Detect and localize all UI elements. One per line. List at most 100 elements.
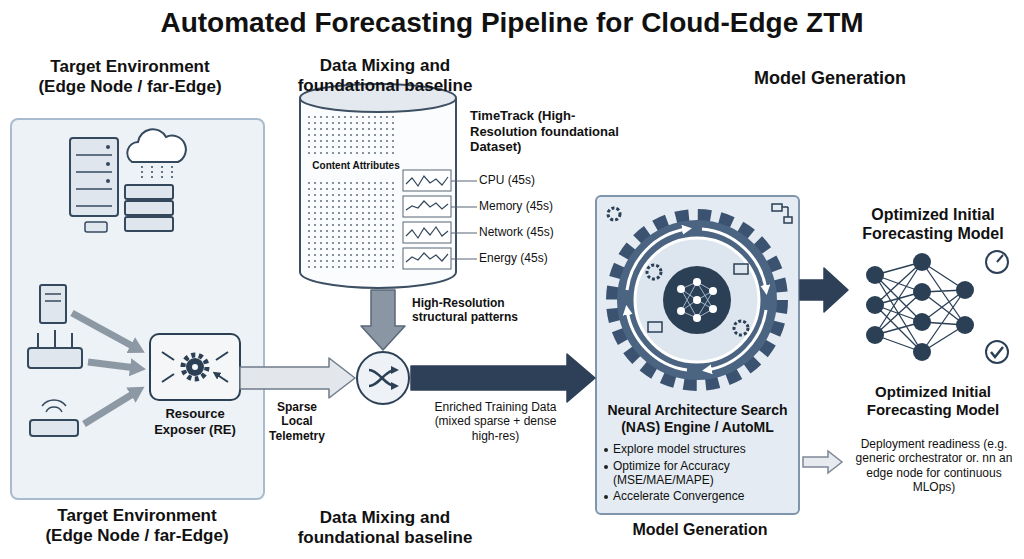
chart-line [406,201,448,210]
core-node [677,307,685,315]
bullet-dot [604,495,608,499]
edge-label: Enriched Training Data (mixed sparse + d… [428,400,563,443]
network-icon [866,251,1008,363]
mini-chart [403,196,451,217]
core-circle [663,266,731,334]
edge-label: Sparse Local Telemetry [262,400,332,443]
network-node [956,281,974,299]
icon-arrows [162,352,228,382]
data-rain [142,166,172,180]
leader-lines [451,181,477,259]
attribute-label: Memory (45s) [479,199,569,213]
flow-arrow [800,268,848,312]
attribute-label: Network (45s) [479,225,569,239]
mini-gear [647,265,661,279]
chart-line [406,176,448,186]
gear-body [617,220,777,380]
network-node [956,316,974,334]
rack-light [106,162,110,166]
nas-engine-box: Neural Architecture Search (NAS) Engine … [595,195,800,515]
bullet-item: Optimize for Accuracy (MSE/MAE/MAPE) [613,459,791,488]
server-illustration [70,129,186,232]
bullet-dot [604,465,608,469]
icon-frame [150,334,240,400]
mixer-circle [355,350,411,406]
network-links [875,262,965,352]
router-device [28,348,82,368]
forecast-model: Optimized Initial Forecasting Model [848,205,1018,375]
circle-outline [357,352,409,404]
attribute-label: CPU (45s) [479,173,569,187]
check-symbol [986,341,1008,363]
re-icon [150,334,240,400]
network-node [913,283,931,301]
wifi-symbol [42,400,66,412]
deployment-note: Deployment readiness (e.g. generic orche… [845,437,1023,495]
flow-arrow [411,354,595,402]
node-label: Content Attributes [306,160,406,172]
small-device [85,222,107,232]
deployment-arrow [803,451,842,473]
core-links [681,282,713,318]
cycle-arrow [707,310,766,370]
tower-server [40,285,66,323]
rack-light [106,145,110,149]
mini-flowchart [648,322,662,332]
mini-chart [403,222,451,243]
server-unit [125,217,173,231]
rack-slots [76,155,112,206]
cycle-arrow [627,229,687,290]
dataset-heading: TimeTrack (High-Resolution foundational … [470,108,620,155]
cycle-arrow [627,310,687,370]
core-node [693,296,701,304]
server-rack [70,138,118,216]
circle-shape [355,350,411,406]
node-label: Resource Exposer (RE) [145,406,245,437]
rack-light [106,179,110,183]
flow-arrow [361,290,405,350]
core-node [693,314,701,322]
diagram-title: Automated Forecasting Pipeline for Cloud… [0,6,1024,40]
gauge-symbol [986,251,1008,273]
cycle-arrow [702,229,766,290]
edge-devices [28,285,136,436]
network-node [913,343,931,361]
gear-body [186,358,204,376]
shuffle-symbol [369,370,395,386]
nas-gear [608,204,792,384]
gear-hub [192,364,198,370]
shuffle-path [369,370,395,386]
iot-device [30,420,78,436]
model-caption: Optimized Initial Forecasting Model [848,383,1018,419]
network-node [866,266,884,284]
gear-teeth [613,216,781,384]
core-node [709,287,717,295]
section-heading: Data Mixing and foundational baseline [280,56,490,97]
check-mark [991,347,1003,357]
dataset-cylinder: TimeTrack (High-Resolution foundational … [298,82,458,290]
tower-slots [45,294,61,301]
server-unit [125,185,173,199]
core-node [677,285,685,293]
gear-ring [635,238,759,362]
cylinder-body [300,98,456,288]
mini-flowchart [734,264,748,274]
resource-exposer: Resource Exposer (RE) [150,334,240,449]
section-heading: Target Environment (Edge Node / far-Edge… [37,506,237,547]
cloud-symbol [127,129,186,162]
environment-panel: Target Environment (Edge Node / far-Edge… [10,118,265,500]
shuffle-path [369,370,395,386]
chart-line [406,253,448,262]
network-node [913,313,931,331]
server-unit [125,201,173,215]
cylinder-shape [298,82,458,290]
network-node [866,296,884,314]
panel-heading: Target Environment (Edge Node / far-Edge… [30,57,230,98]
mini-chart [403,248,451,269]
section-heading: Data Mixing and foundational baseline [280,508,490,549]
data-dots [306,116,398,156]
box-title: Neural Architecture Search (NAS) Engine … [601,402,794,436]
device-arrow [88,362,136,368]
